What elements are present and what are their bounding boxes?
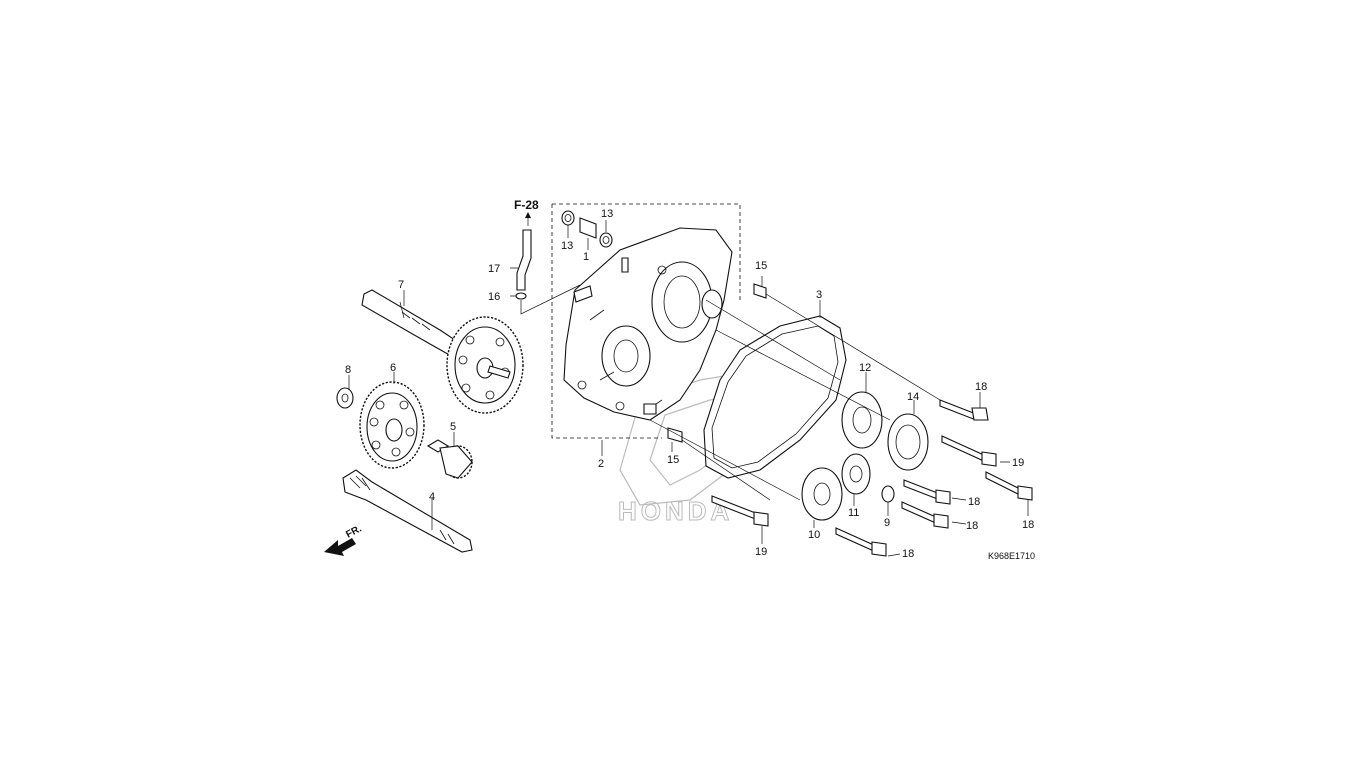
final-shaft (342, 469, 473, 553)
cover-gasket (703, 315, 847, 479)
countershaft-assembly (361, 289, 524, 414)
axis-lines (649, 293, 941, 501)
callout-14[interactable]: 14 (907, 391, 919, 403)
callout-10[interactable]: 10 (808, 529, 820, 541)
tube-clip (515, 292, 527, 300)
oil-seal-13-left (561, 210, 575, 226)
bolts (711, 399, 1033, 557)
oil-seal-13-right (599, 232, 613, 248)
callout-13-left[interactable]: 13 (561, 240, 573, 252)
reference-label[interactable]: F-28 (514, 198, 539, 212)
bearing-10-inner (813, 482, 831, 506)
callout-7[interactable]: 7 (398, 279, 404, 291)
bearing-10 (801, 467, 843, 521)
breather-tube (516, 229, 532, 291)
washer-9 (881, 485, 895, 503)
callout-17[interactable]: 17 (488, 263, 500, 275)
front-direction-label: FR. (344, 523, 364, 540)
front-arrow-icon (324, 538, 356, 556)
washer-8 (336, 387, 354, 409)
bearing-11-inner (849, 465, 863, 483)
watermark-text: HONDA (618, 496, 733, 526)
pinion-gear (426, 439, 473, 479)
callout-15-top[interactable]: 15 (755, 260, 767, 272)
bearing-11 (841, 453, 871, 495)
bearing-12 (841, 391, 883, 449)
gasket-inner-edge (711, 325, 839, 469)
callout-3[interactable]: 3 (816, 289, 822, 301)
oil-seal-13-left-inner (564, 214, 572, 222)
callout-4[interactable]: 4 (429, 491, 435, 503)
callout-9[interactable]: 9 (884, 517, 890, 529)
dowel-pin-15-top (753, 283, 767, 299)
washer-8-hole (341, 393, 349, 403)
leader-lines (348, 220, 1029, 557)
honda-watermark: HONDA (618, 369, 801, 527)
oil-seal-14-inner (895, 424, 921, 460)
reference-arrowhead (525, 212, 531, 218)
callout-1[interactable]: 1 (583, 251, 589, 263)
front-direction-arrow: FR. (324, 523, 364, 556)
callout-18-e[interactable]: 18 (902, 548, 914, 560)
callout-13-right[interactable]: 13 (601, 208, 613, 220)
oil-seal-13-right-inner (602, 236, 610, 244)
callout-labels: 1 2 3 4 5 6 7 8 9 10 11 12 13 13 14 15 1… (345, 208, 1034, 560)
callout-8[interactable]: 8 (345, 364, 351, 376)
callout-18-c[interactable]: 18 (966, 520, 978, 532)
callout-18-a[interactable]: 18 (975, 381, 987, 393)
transmission-cover (563, 227, 733, 421)
callout-11[interactable]: 11 (848, 507, 859, 519)
callout-18-b[interactable]: 18 (968, 496, 980, 508)
tube-lead (520, 284, 581, 315)
callout-15-bottom[interactable]: 15 (667, 454, 679, 466)
callout-18-d[interactable]: 18 (1022, 519, 1034, 531)
dowel-pin-15-bottom (667, 427, 683, 443)
callout-2[interactable]: 2 (598, 458, 604, 470)
final-gear (359, 381, 425, 469)
callout-6[interactable]: 6 (390, 362, 396, 374)
callout-19-a[interactable]: 19 (1012, 457, 1024, 469)
callout-5[interactable]: 5 (450, 421, 456, 433)
oil-seal-14 (887, 413, 929, 471)
callout-19-b[interactable]: 19 (755, 546, 767, 558)
bushing-1 (579, 217, 597, 239)
bearing-12-inner (852, 406, 872, 434)
reference-f28[interactable]: F-28 (514, 198, 539, 226)
callout-16[interactable]: 16 (488, 291, 500, 303)
figure-code: K968E1710 (988, 551, 1035, 561)
callout-12[interactable]: 12 (859, 362, 871, 374)
